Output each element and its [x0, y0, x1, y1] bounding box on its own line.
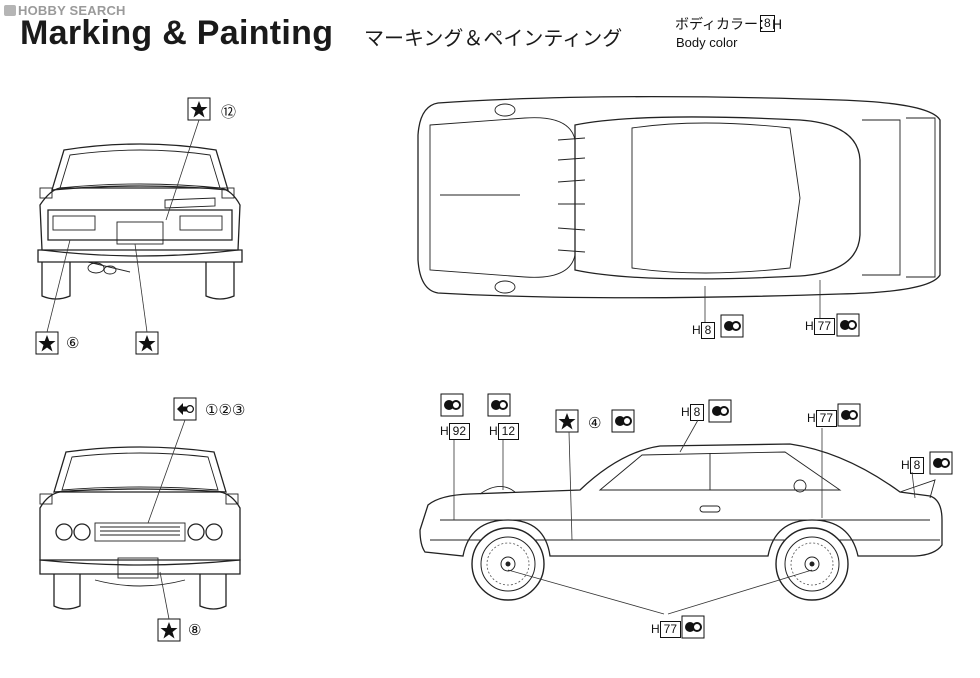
rear-star-decal-left [35, 331, 59, 355]
body-color-code-box: 8 [760, 15, 775, 32]
hobby-search-logo-icon [4, 5, 16, 16]
body-color-label-jp: ボディカラー：H [675, 16, 783, 32]
side-paint-icon-decal [611, 409, 635, 433]
watermark: HOBBY SEARCH [4, 3, 126, 18]
rear-view-car [37, 143, 243, 300]
side-star-decal [555, 409, 579, 433]
wheel-paint-icon-77 [681, 615, 705, 639]
watermark-text: HOBBY SEARCH [18, 3, 126, 18]
side-paint-icon-77 [837, 403, 861, 427]
rear-star-decal-top [187, 97, 211, 121]
top-paint-icon-77 [836, 313, 860, 337]
page-title: Marking & Painting [20, 14, 334, 52]
rear-callout-12: ⑫ [221, 104, 237, 121]
rear-star-decal-bottom [135, 331, 159, 355]
front-view-car [39, 446, 241, 610]
side-paint-icon-12 [487, 393, 511, 417]
top-view-car [417, 95, 941, 299]
body-color-label-en: Body color [676, 35, 738, 50]
rear-wheel [775, 527, 849, 601]
side-decal-4: ④ [588, 415, 602, 432]
front-callout-8: ⑧ [188, 622, 202, 639]
side-paint-icon-8 [708, 399, 732, 423]
page-subtitle-jp: マーキング＆ペインティング [364, 28, 623, 50]
rear-callout-6: ⑥ [66, 335, 80, 352]
body-color-code: 8 [760, 14, 775, 32]
front-star-decal [157, 618, 181, 642]
rear-paint-icon-8 [929, 451, 953, 475]
top-paint-icon-8 [720, 314, 744, 338]
front-arrow-decal [173, 397, 197, 421]
front-wheel [471, 527, 545, 601]
side-paint-icon-92 [440, 393, 464, 417]
front-callout-123: ①②③ [205, 402, 246, 419]
